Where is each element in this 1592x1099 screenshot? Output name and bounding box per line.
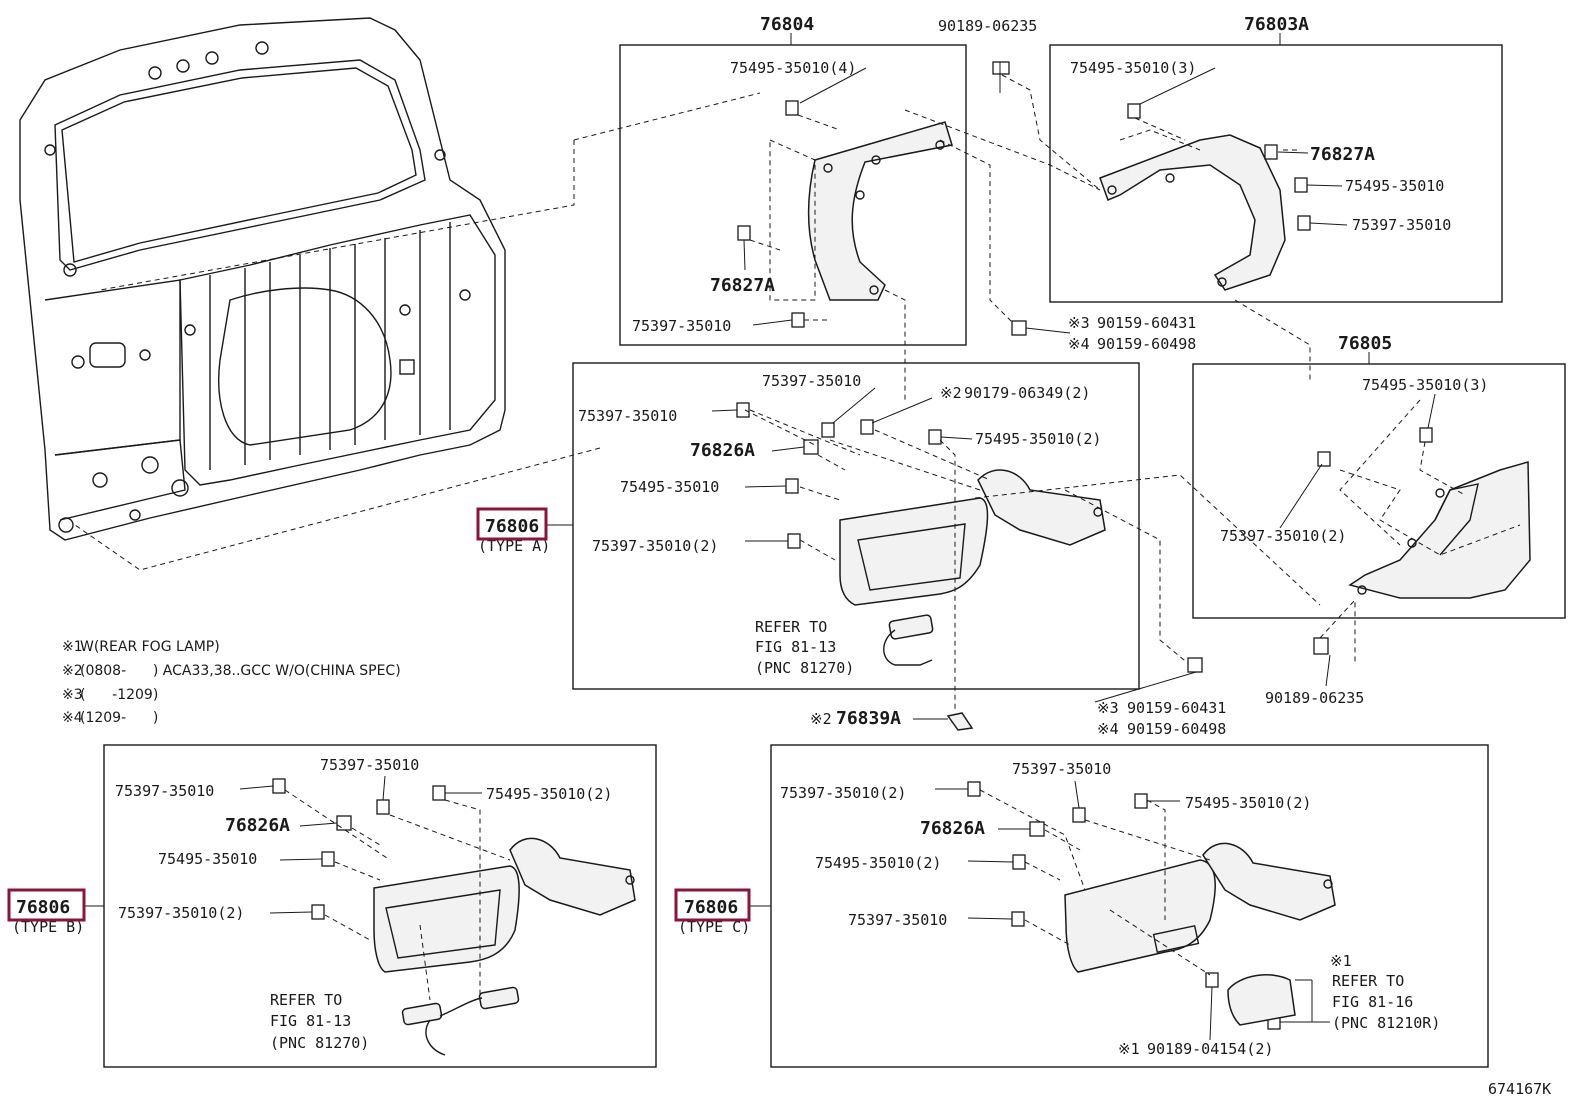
marker-2b: ※2 [810, 710, 832, 728]
note-4-text: (1209- ) [80, 710, 158, 726]
note-2-text: (0808- ) ACA33,38..GCC W/O(CHINA SPEC) [80, 663, 401, 679]
frame-76803A [1049, 44, 1503, 303]
clip-76839A [946, 712, 974, 731]
label-90189-06235-bottom: 90189-06235 [1265, 689, 1364, 707]
label-a-refer: REFER TO [755, 618, 827, 636]
label-c-76826A: 76826A [920, 818, 985, 839]
label-c-76806: 76806 [684, 897, 738, 918]
label-c-refer: REFER TO [1332, 972, 1404, 990]
label-a-75397-35010-left: 75397-35010 [578, 407, 677, 425]
label-a-75495-35010: 75495-35010 [620, 478, 719, 496]
label-b-75397-35010-2: 75397-35010(2) [118, 904, 244, 922]
label-75397-35010-2-g3: 75397-35010(2) [1220, 527, 1346, 545]
label-a-fig: FIG 81-13 [755, 638, 836, 656]
label-76805: 76805 [1338, 333, 1392, 354]
label-b-75495-35010: 75495-35010 [158, 850, 257, 868]
note-2-mark: ※2 [62, 663, 83, 679]
label-75495-35010-4: 75495-35010(4) [730, 59, 856, 77]
label-75495-35010-g2: 75495-35010 [1345, 177, 1444, 195]
leader-lines [239, 62, 1436, 1041]
label-90189-06235-top: 90189-06235 [938, 17, 1037, 35]
label-b-76806: 76806 [16, 897, 70, 918]
marker-4b: ※4 [1097, 720, 1119, 738]
label-b-75495-35010-2: 75495-35010(2) [486, 785, 612, 803]
label-a-type: (TYPE A) [478, 537, 550, 555]
label-a-75495-35010-2: 75495-35010(2) [975, 430, 1101, 448]
label-b-refer: REFER TO [270, 991, 342, 1009]
label-c-75495-35010-2b: 75495-35010(2) [815, 854, 941, 872]
label-a-76806: 76806 [485, 516, 539, 537]
label-c-type: (TYPE C) [678, 918, 750, 936]
label-76827A-left: 76827A [710, 275, 775, 296]
frame-76804 [619, 44, 967, 346]
diagram-id: 674167K [1488, 1080, 1551, 1098]
bracket-76804 [807, 121, 953, 301]
garnish-type-b [373, 837, 636, 973]
label-a-75397-35010-2: 75397-35010(2) [592, 537, 718, 555]
label-c-75397-35010: 75397-35010 [848, 911, 947, 929]
marker-2a: ※2 [940, 384, 962, 402]
label-c-75397-35010-2: 75397-35010(2) [780, 784, 906, 802]
highlight-76806-type-a[interactable] [476, 507, 548, 541]
label-90159-60431-a: 90159-60431 [1097, 314, 1196, 332]
bolt-90189-06235-bottom [1313, 637, 1329, 655]
label-a-90179-06349-2: 90179-06349(2) [964, 384, 1090, 402]
fog-lamp-type-c [1227, 974, 1296, 1026]
clips-76805 [1317, 427, 1433, 467]
fastener-90159-upper [1011, 320, 1027, 336]
label-a-76826A: 76826A [690, 440, 755, 461]
label-c-fig: FIG 81-16 [1332, 993, 1413, 1011]
label-b-type: (TYPE B) [12, 918, 84, 936]
garnish-type-c [1064, 842, 1336, 973]
garnish-type-a [839, 469, 1106, 606]
lamp-connector-type-b [401, 986, 520, 1056]
callout-labels: 76804 90189-06235 76803A 75495-35010(4) … [12, 14, 1551, 1098]
note-3-text: ( -1209) [80, 687, 158, 703]
label-76839A: 76839A [836, 708, 901, 729]
label-75495-35010-3-g3: 75495-35010(3) [1362, 376, 1488, 394]
frame-76805 [1192, 363, 1566, 619]
back-door-illustration [19, 17, 506, 541]
label-b-pnc: (PNC 81270) [270, 1034, 369, 1052]
note-4-mark: ※4 [62, 710, 83, 726]
note-1-text: W(REAR FOG LAMP) [80, 639, 220, 655]
label-a-pnc: (PNC 81270) [755, 659, 854, 677]
bolt-90189-06235-top [992, 61, 1010, 75]
cover-76805 [1348, 461, 1531, 599]
label-76827A-right: 76827A [1310, 144, 1375, 165]
label-b-76826A: 76826A [225, 815, 290, 836]
label-c-75397-35010-top: 75397-35010 [1012, 760, 1111, 778]
marker-1c: ※1 [1330, 952, 1352, 970]
marker-4a: ※4 [1068, 335, 1090, 353]
highlight-76806-type-c[interactable] [674, 888, 751, 922]
label-b-75397-35010-top: 75397-35010 [320, 756, 419, 774]
label-b-75397-35010-left: 75397-35010 [115, 782, 214, 800]
clips-type-c [967, 781, 1281, 1030]
label-c-pnc: (PNC 81210R) [1332, 1014, 1440, 1032]
note-3-mark: ※3 [62, 687, 83, 703]
marker-3b: ※3 [1097, 699, 1119, 717]
highlight-76806-type-b[interactable] [7, 888, 86, 922]
bracket-76803A [1099, 134, 1286, 291]
label-90159-60498-b: 90159-60498 [1127, 720, 1226, 738]
frame-type-a [572, 362, 1140, 690]
marker-1d: ※1 [1118, 1040, 1140, 1058]
label-a-75397-35010-top: 75397-35010 [762, 372, 861, 390]
label-90159-60431-b: 90159-60431 [1127, 699, 1226, 717]
label-76803A: 76803A [1244, 14, 1309, 35]
fastener-90159-lower [1187, 657, 1203, 673]
marker-3a: ※3 [1068, 314, 1090, 332]
label-76804: 76804 [760, 14, 814, 35]
note-1-mark: ※1 [62, 639, 83, 655]
label-c-75495-35010-2a: 75495-35010(2) [1185, 794, 1311, 812]
label-75397-35010-g1: 75397-35010 [632, 317, 731, 335]
label-c-90189-04154-2: 90189-04154(2) [1147, 1040, 1273, 1058]
label-75495-35010-3-g2: 75495-35010(3) [1070, 59, 1196, 77]
lamp-connector-type-a [883, 614, 934, 666]
label-75397-35010-g2: 75397-35010 [1352, 216, 1451, 234]
label-90159-60498-a: 90159-60498 [1097, 335, 1196, 353]
footnotes: ※1 W(REAR FOG LAMP) ※2 (0808- ) ACA33,38… [62, 639, 401, 726]
label-b-fig: FIG 81-13 [270, 1012, 351, 1030]
